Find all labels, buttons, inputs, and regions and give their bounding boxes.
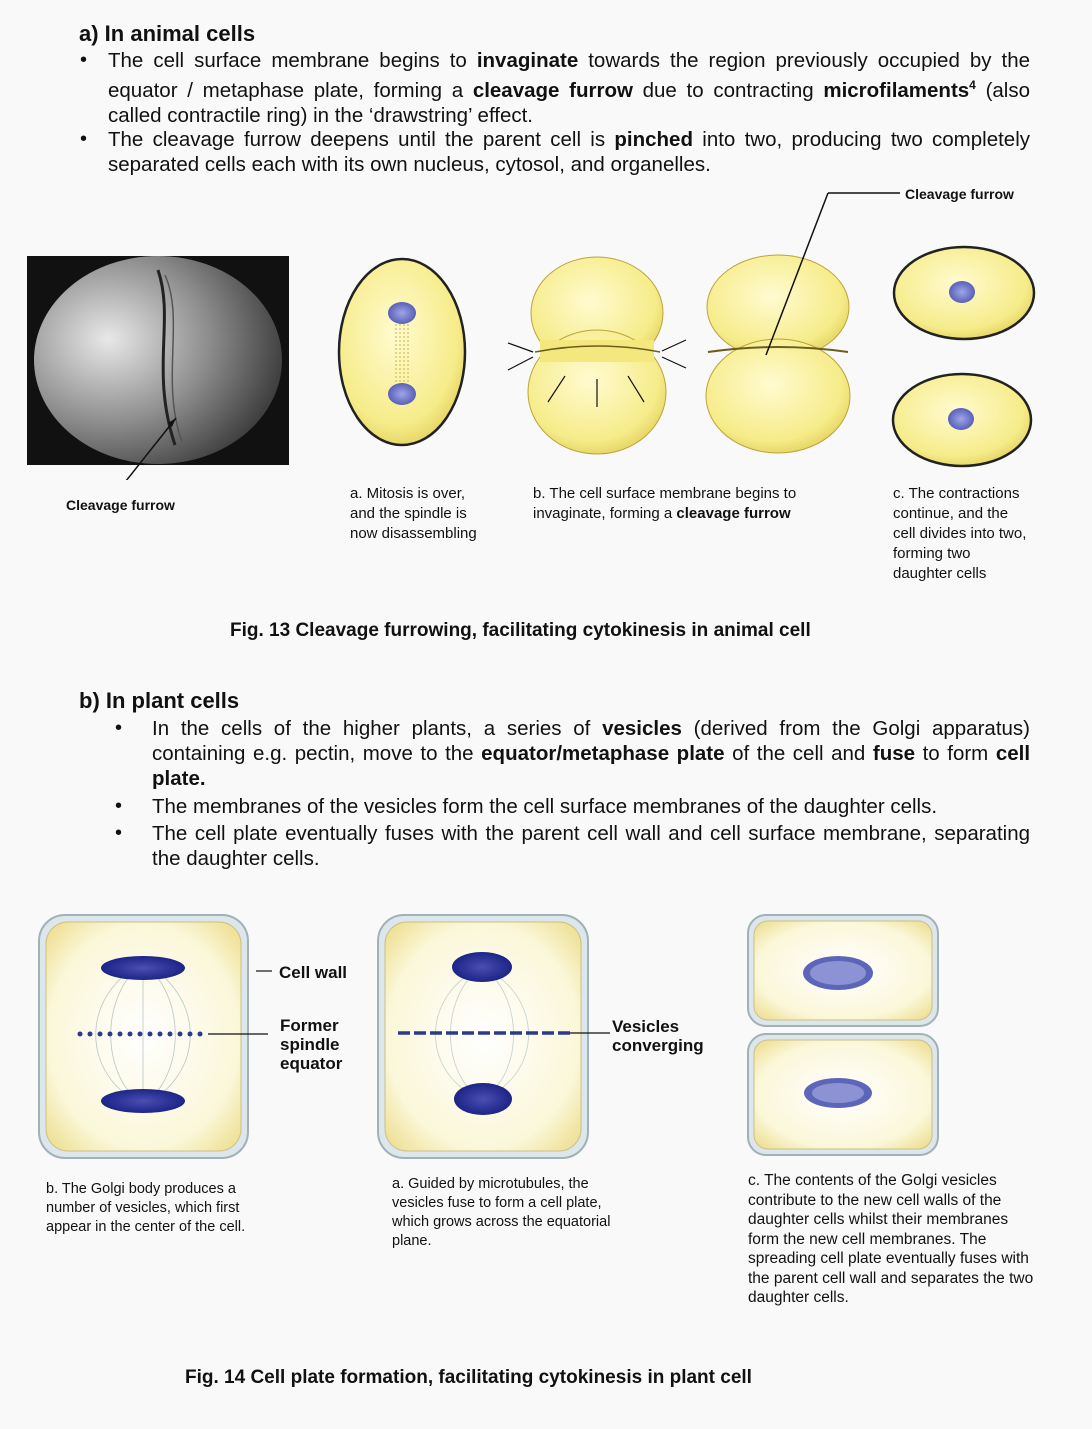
label-cell-wall: Cell wall — [279, 963, 348, 982]
cell-a — [337, 257, 467, 447]
fig13-caption-c: c. The contractions continue, and the ce… — [893, 485, 1027, 582]
bullet-dot: • — [115, 822, 123, 844]
fig14-caption-c: c. The contents of the Golgi vesicles co… — [748, 1172, 1034, 1306]
photo-pointer — [125, 417, 177, 480]
fig14-caption-b: b. The Golgi body produces a number of v… — [46, 1181, 246, 1235]
section-a-bullet-1: The cell surface membrane begins to inva… — [108, 49, 1030, 127]
furrow-pointer — [765, 192, 829, 356]
sem-photo — [27, 256, 289, 465]
plant-cell-1 — [38, 914, 272, 1159]
bullet-dot: • — [115, 717, 123, 739]
fig14-illustration — [38, 914, 939, 1159]
section-b-bullet-3: The cell plate eventually fuses with the… — [152, 822, 1030, 870]
label-cleavage-furrow-photo: Cleavage furrow — [66, 497, 175, 513]
plant-cell-2 — [377, 914, 610, 1159]
section-b-bullet-1: In the cells of the higher plants, a ser… — [152, 717, 1031, 790]
fig13-title: Fig. 13 Cleavage furrowing, facilitating… — [230, 620, 811, 641]
section-a-bullet-2: The cleavage furrow deepens until the pa… — [108, 128, 1030, 176]
section-b-bullet-2: The membranes of the vesicles form the c… — [152, 795, 938, 818]
section-a-heading: a) In animal cells — [79, 21, 256, 46]
section-b-heading: b) In plant cells — [79, 688, 240, 713]
cell-pinching — [705, 254, 851, 454]
fig13-illustration — [27, 192, 1036, 480]
fig14-caption-a: a. Guided by microtubules, the vesicles … — [392, 1176, 611, 1249]
label-vesicles-converging: Vesicles converging — [612, 1017, 704, 1055]
label-former-spindle-equator: Former spindle equator — [280, 1016, 343, 1073]
bullet-dot: • — [80, 49, 88, 71]
cell-b — [507, 256, 687, 455]
fig13-caption-b: b. The cell surface membrane begins to i… — [533, 485, 797, 522]
bullet-dot: • — [115, 795, 123, 817]
label-cleavage-furrow-top: Cleavage furrow — [905, 186, 1014, 202]
bullet-dot: • — [80, 128, 88, 150]
daughter-cells — [891, 245, 1036, 468]
fig14-title: Fig. 14 Cell plate formation, facilitati… — [185, 1367, 752, 1388]
fig13-caption-a: a. Mitosis is over, and the spindle is n… — [350, 485, 477, 542]
plant-cells-daughter — [747, 914, 939, 1156]
